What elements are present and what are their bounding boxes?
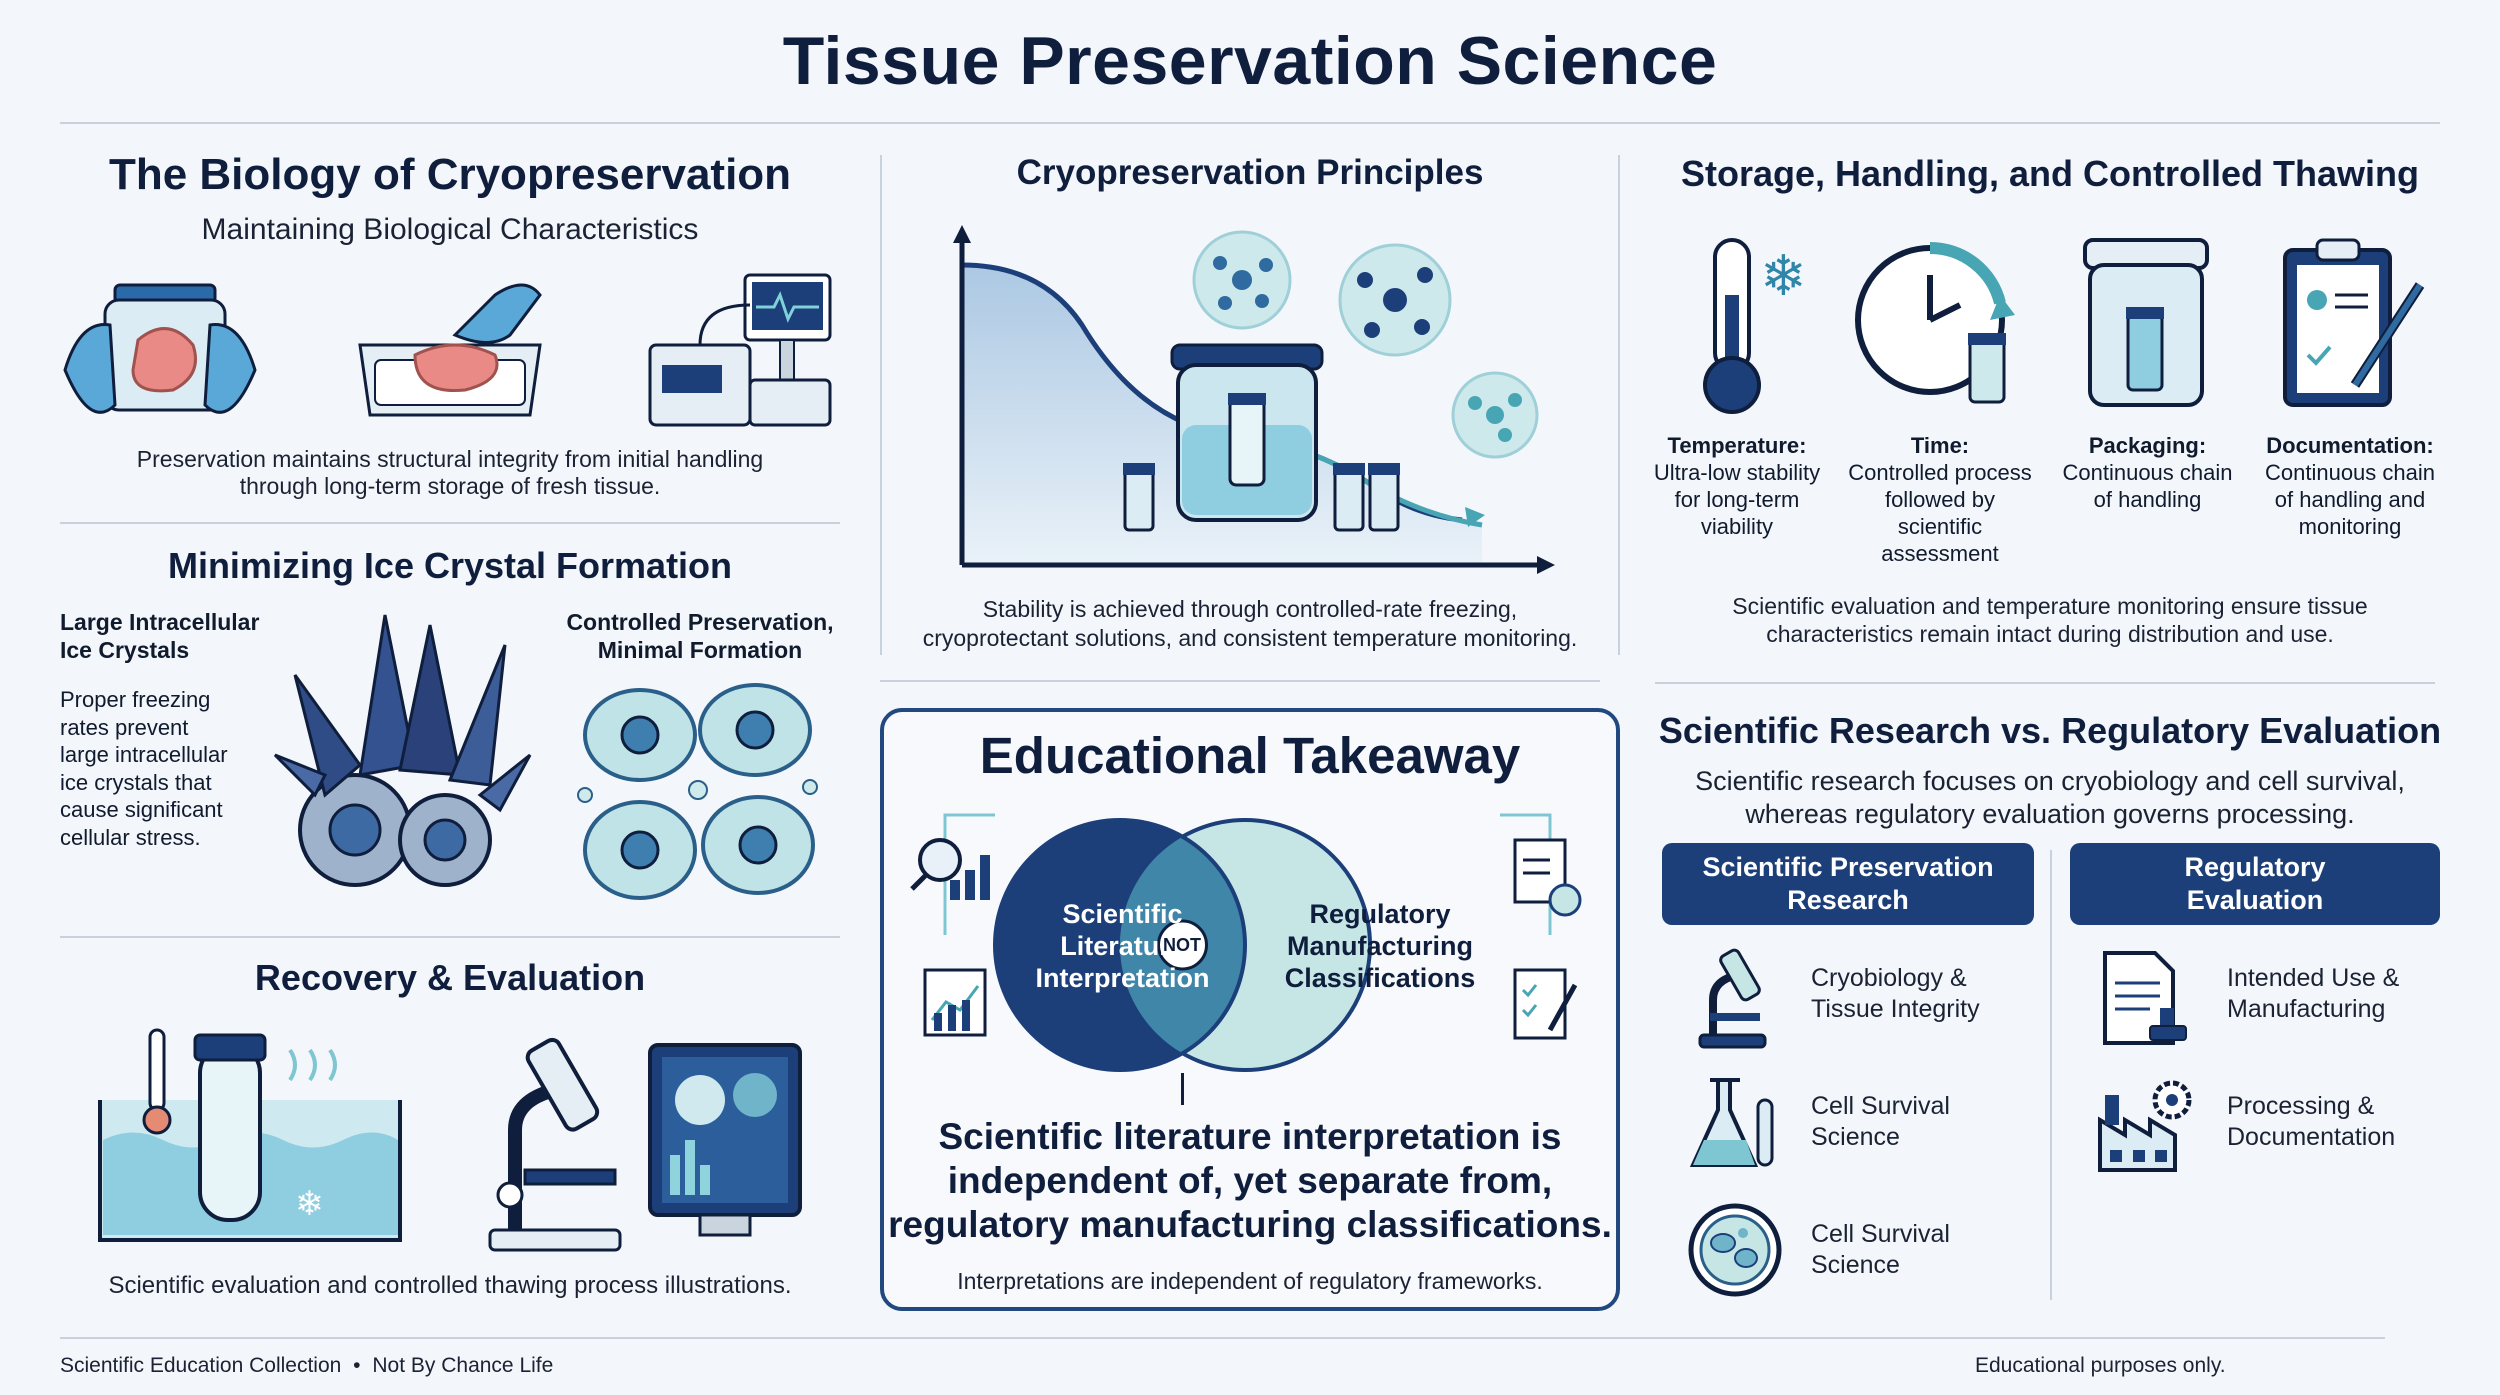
water-bath-icon: ❄	[98, 1028, 402, 1242]
lab-monitor-equipment-icon	[648, 273, 832, 427]
research-item-1: Cryobiology & Tissue Integrity	[1811, 964, 1980, 1023]
svg-text:❄: ❄	[295, 1184, 324, 1224]
column-divider-2	[1618, 155, 1620, 655]
page-title: Tissue Preservation Science	[782, 23, 1718, 99]
research-caption: Scientific research focuses on cryobiolo…	[1695, 766, 2405, 829]
ice-left-body: Proper freezing rates prevent large intr…	[60, 687, 228, 850]
ice-divider	[60, 936, 840, 938]
biology-subtitle: Maintaining Biological Characteristics	[201, 213, 699, 246]
microscope-icon	[1698, 948, 1767, 1049]
takeaway-note: Interpretations are independent of regul…	[957, 1268, 1543, 1294]
recovery-title: Recovery & Evaluation	[254, 957, 646, 998]
regulatory-item-1: Intended Use & Manufacturing	[2227, 964, 2400, 1023]
principles-title: Cryopreservation Principles	[1016, 153, 1484, 192]
venn-right-label: Regulatory Manufacturing Classifications	[1284, 899, 1476, 993]
ice-left-heading-2: Ice Crystals	[60, 637, 190, 663]
thermometer-snowflake-icon: ❄	[1703, 238, 1807, 414]
ice-title: Minimizing Ice Crystal Formation	[167, 545, 733, 586]
column-divider-3	[2050, 850, 2052, 1300]
recovery-caption: Scientific evaluation and controlled tha…	[108, 1272, 792, 1299]
storage-item-time: Time: Controlled process followed by sci…	[1848, 433, 2032, 566]
regulatory-item-2: Processing & Documentation	[2227, 1092, 2396, 1151]
storage-item-documentation: Documentation: Continuous chain of handl…	[2264, 433, 2435, 539]
ice-right-heading-2: Minimal Formation	[597, 637, 803, 663]
svg-text:❄: ❄	[1760, 244, 1807, 309]
footer-left: Scientific Education Collection • Not By…	[60, 1354, 554, 1377]
footer-right: Educational purposes only.	[1975, 1354, 2226, 1377]
storage-divider	[1655, 682, 2435, 684]
venn-left-label: Scientific Literature Interpretation	[1035, 899, 1210, 993]
storage-caption-line-1: Scientific evaluation and temperature mo…	[1732, 593, 2368, 619]
microscope-computer-icon	[488, 1037, 802, 1252]
biology-title: The Biology of Cryopreservation	[108, 150, 792, 199]
petri-dish-icon	[1688, 1203, 1782, 1297]
clipboard-checklist-icon	[2283, 238, 2425, 407]
research-item-2: Cell Survival Science	[1811, 1092, 1950, 1151]
biology-caption-line-1: Preservation maintains structural integr…	[136, 446, 764, 472]
storage-item-packaging: Packaging: Continuous chain of handling	[2062, 433, 2233, 512]
healthy-cells-icon	[577, 683, 818, 900]
factory-gear-icon	[2098, 1080, 2192, 1172]
storage-title: Storage, Handling, and Controlled Thawin…	[1681, 153, 2419, 194]
research-vs-regulatory-title: Scientific Research vs. Regulatory Evalu…	[1658, 710, 2442, 751]
gloved-hand-tray-icon	[358, 283, 542, 417]
stability-curve-illustration	[953, 225, 1555, 574]
venn-diagram	[910, 813, 1582, 1105]
clock-vial-icon	[1855, 242, 2015, 404]
takeaway-title: Educational Takeaway	[979, 727, 1521, 784]
footer-divider	[60, 1337, 2385, 1339]
not-badge: NOT	[1163, 935, 1201, 955]
biology-caption-line-2: through long-term storage of fresh tissu…	[239, 473, 661, 499]
storage-caption-line-2: characteristics remain intact during dis…	[1766, 621, 2334, 647]
biology-divider	[60, 522, 840, 524]
flask-icon	[1689, 1078, 1774, 1167]
principles-caption-line-2: cryoprotectant solutions, and consistent…	[922, 625, 1578, 651]
research-item-3: Cell Survival Science	[1811, 1220, 1950, 1279]
storage-item-temperature: Temperature: Ultra-low stability for lon…	[1653, 433, 1821, 539]
takeaway-statement: Scientific literature interpretation is …	[888, 1116, 1612, 1245]
title-divider	[60, 122, 2440, 124]
ice-right-heading-1: Controlled Preservation,	[566, 609, 834, 635]
principles-divider	[880, 680, 1600, 682]
hands-jar-icon	[63, 283, 257, 414]
principles-caption-line-1: Stability is achieved through controlled…	[982, 596, 1518, 622]
document-stamp-icon	[2103, 951, 2187, 1045]
ice-left-heading-1: Large Intracellular	[60, 609, 260, 635]
column-divider-1	[880, 155, 882, 655]
ice-crystals-icon	[273, 614, 532, 887]
sealed-jar-icon	[2083, 238, 2209, 407]
